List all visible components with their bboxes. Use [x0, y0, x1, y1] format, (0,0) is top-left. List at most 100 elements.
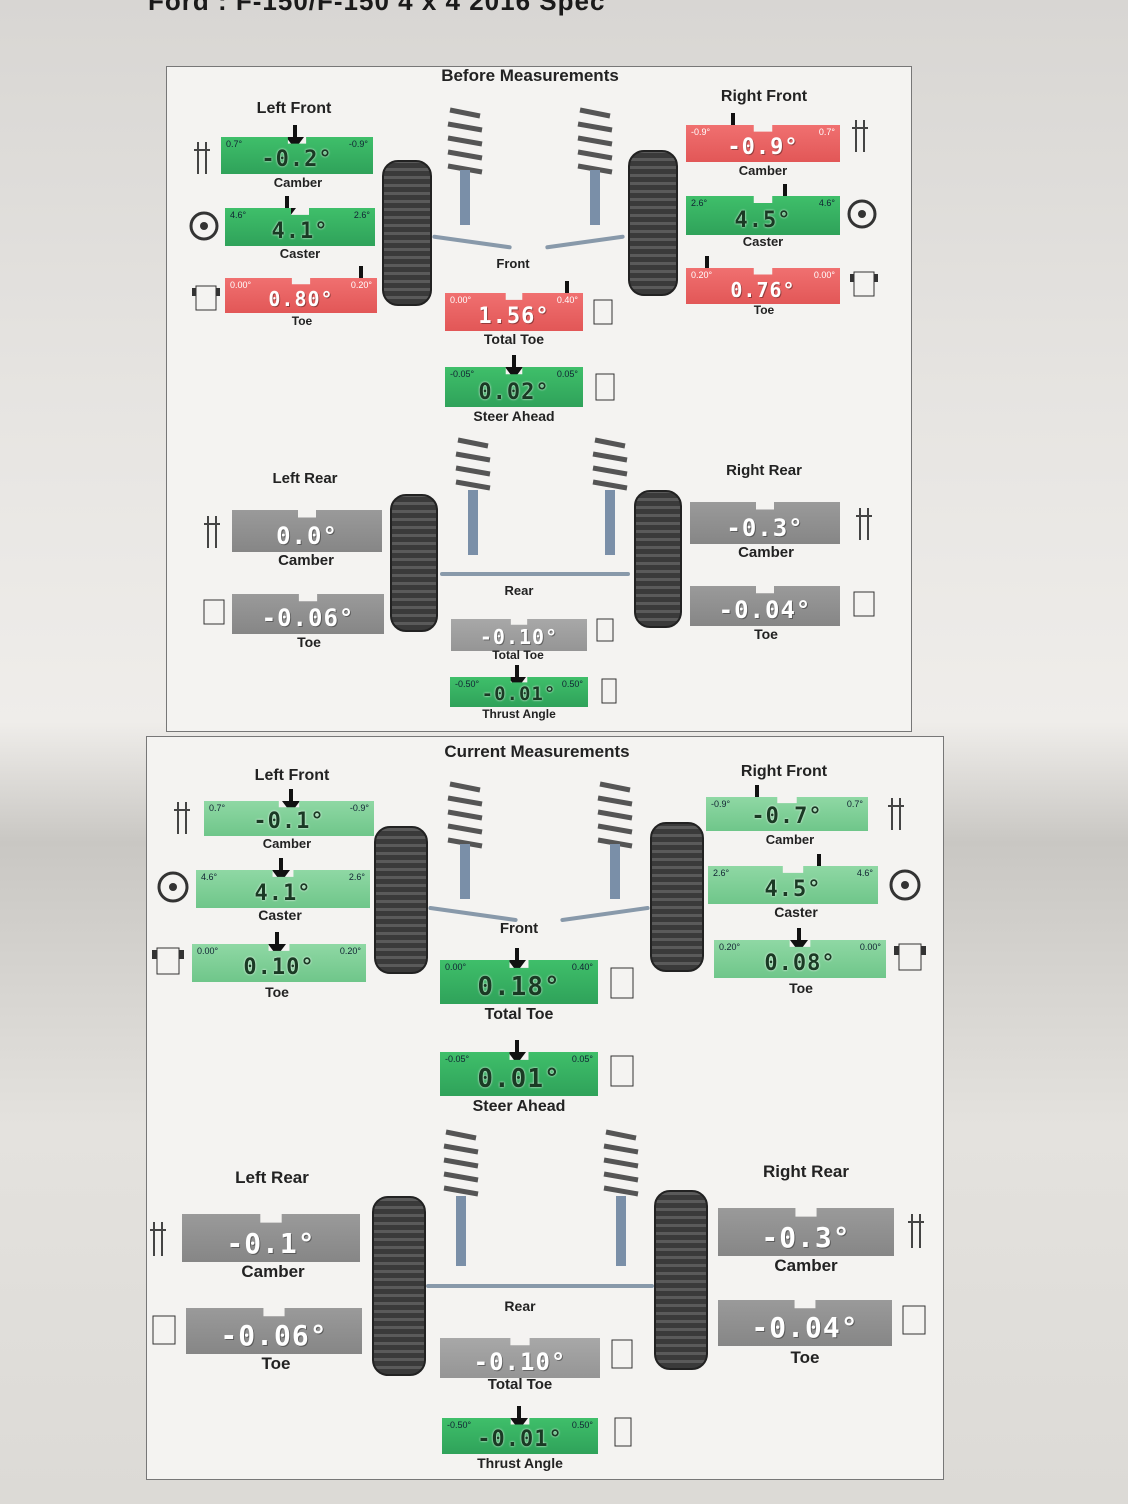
- before-lr-toe-value: -0.06°: [261, 604, 355, 632]
- current-rf-toe-value: 0.08°: [764, 951, 836, 976]
- current-panel-title: Current Measurements: [444, 742, 630, 761]
- current-left-front-title: Left Front: [254, 767, 330, 784]
- current-rf-caster-label: Caster: [774, 904, 818, 920]
- current-rear-right-strut-image: [603, 1129, 639, 1266]
- before-lf-caster-value: 4.1°: [271, 219, 329, 244]
- left-front-wheel-image: [382, 160, 432, 306]
- left-rear-wheel-image: [390, 494, 438, 632]
- before-right-front-title: Right Front: [720, 88, 808, 105]
- current-lf-camber-sensor-icon: [174, 802, 190, 834]
- before-rf-toe-value: 0.76°: [730, 278, 796, 302]
- current-right-front-title: Right Front: [740, 763, 828, 780]
- before-rear-total-toe-value: -0.10°: [479, 625, 559, 649]
- current-thrust-angle-label: Thrust Angle: [477, 1455, 563, 1471]
- right-front-wheel-image: [628, 150, 678, 296]
- before-rear-total-toe-car-icon: [596, 618, 614, 642]
- current-right-rear-title: Right Rear: [763, 1162, 849, 1181]
- current-rear-total-toe-car-icon: [611, 1339, 633, 1369]
- before-lr-camber-value: 0.0°: [276, 522, 338, 550]
- current-lf-caster-label: Caster: [258, 907, 302, 923]
- current-lr-toe-car-icon: [152, 1315, 176, 1345]
- current-rear-label: Rear: [504, 1298, 536, 1314]
- current-lf-camber-label: Camber: [262, 836, 312, 851]
- current-rf-toe-label: Toe: [789, 980, 813, 996]
- rear-left-strut-image: [455, 437, 491, 555]
- before-lf-toe-car-icon: [192, 285, 220, 311]
- before-total-toe-value: 1.56°: [478, 304, 550, 329]
- current-lf-caster-wheel-icon: [157, 871, 189, 903]
- current-steer-ahead-car-icon: [610, 1055, 634, 1087]
- before-rf-camber-value: -0.9°: [727, 135, 799, 160]
- before-rear-label: Rear: [504, 583, 534, 598]
- current-rr-camber-value: -0.3°: [761, 1221, 851, 1254]
- current-thrust-car-icon: [614, 1417, 632, 1447]
- before-rear-total-toe-gauge: -0.10°: [451, 619, 587, 651]
- current-rear-total-toe-gauge: -0.10°: [440, 1338, 600, 1378]
- before-rr-toe-car-icon: [853, 591, 875, 617]
- current-rr-toe-label: Toe: [790, 1348, 820, 1367]
- current-left-front-wheel-image: [374, 826, 428, 974]
- current-rf-caster-value: 4.5°: [764, 877, 822, 902]
- current-rr-camber-gauge: -0.3°: [718, 1208, 894, 1256]
- current-lr-toe-value: -0.06°: [220, 1319, 328, 1352]
- current-front-label: Front: [499, 920, 539, 937]
- current-total-toe-car-icon: [610, 967, 634, 999]
- before-thrust-angle-gauge: -0.50°0.50° -0.01°: [450, 677, 588, 707]
- before-rf-caster-label: Caster: [742, 234, 784, 249]
- current-rear-total-toe-label: Total Toe: [487, 1376, 553, 1393]
- current-total-toe-value: 0.18°: [477, 972, 561, 1002]
- before-rf-camber-label: Camber: [738, 163, 788, 178]
- before-rf-toe-car-icon: [850, 271, 878, 297]
- right-rear-wheel-image: [634, 490, 682, 628]
- current-steer-ahead-value: 0.01°: [477, 1064, 561, 1094]
- current-right-rear-wheel-image: [654, 1190, 708, 1370]
- current-rear-total-toe-value: -0.10°: [473, 1348, 567, 1376]
- before-lf-caster-label: Caster: [279, 246, 321, 261]
- before-lf-toe-value: 0.80°: [268, 287, 334, 311]
- before-rr-camber-value: -0.3°: [726, 514, 804, 542]
- before-steer-ahead-value: 0.02°: [478, 380, 550, 405]
- before-rr-camber-sensor-icon: [856, 508, 872, 540]
- current-lr-camber-label: Camber: [241, 1262, 305, 1281]
- current-left-rear-title: Left Rear: [235, 1168, 309, 1187]
- before-panel-title: Before Measurements: [441, 66, 619, 85]
- before-thrust-car-icon: [601, 678, 617, 704]
- current-rr-camber-sensor-icon: [908, 1214, 924, 1248]
- current-rear-left-strut-image: [443, 1129, 479, 1266]
- current-lr-camber-gauge: -0.1°: [182, 1214, 360, 1262]
- current-lf-toe-label: Toe: [265, 984, 289, 1000]
- current-rf-camber-label: Camber: [765, 832, 815, 847]
- before-lr-camber-sensor-icon: [204, 516, 220, 548]
- current-front-left-strut-image: [447, 781, 483, 899]
- before-total-toe-car-icon: [593, 299, 613, 325]
- current-thrust-angle-value: -0.01°: [477, 1427, 563, 1452]
- before-lf-camber-gauge: 0.7°-0.9° -0.2°: [221, 137, 373, 174]
- current-rf-caster-wheel-icon: [889, 869, 921, 901]
- before-lr-toe-car-icon: [203, 599, 225, 625]
- before-lr-toe-label: Toe: [297, 634, 321, 650]
- before-thrust-angle-value: -0.01°: [481, 683, 557, 705]
- before-rf-toe-label: Toe: [753, 303, 775, 317]
- before-rf-toe-gauge: 0.20°0.00° 0.76°: [686, 268, 840, 304]
- before-rr-toe-label: Toe: [754, 626, 778, 642]
- before-left-front-title: Left Front: [256, 100, 332, 117]
- current-lf-caster-value: 4.1°: [254, 881, 312, 906]
- current-left-rear-wheel-image: [372, 1196, 426, 1376]
- current-total-toe-label: Total Toe: [484, 1006, 554, 1023]
- before-steer-ahead-car-icon: [595, 373, 615, 401]
- before-lf-toe-label: Toe: [291, 314, 313, 328]
- before-steer-ahead-label: Steer Ahead: [473, 408, 555, 424]
- front-left-strut-image: [447, 107, 483, 225]
- before-front-label: Front: [496, 256, 530, 271]
- current-rr-toe-value: -0.04°: [751, 1311, 859, 1344]
- current-rf-camber-sensor-icon: [888, 798, 904, 830]
- before-thrust-angle-label: Thrust Angle: [482, 707, 556, 721]
- current-lr-camber-value: -0.1°: [226, 1227, 316, 1260]
- rear-axle-image: [440, 572, 630, 576]
- before-rf-caster-value: 4.5°: [734, 208, 792, 233]
- current-lr-toe-gauge: -0.06°: [186, 1308, 362, 1354]
- before-lf-camber-value: -0.2°: [261, 147, 333, 172]
- current-rr-camber-label: Camber: [774, 1256, 838, 1275]
- current-front-right-strut-image: [597, 781, 633, 899]
- before-left-rear-title: Left Rear: [272, 470, 338, 487]
